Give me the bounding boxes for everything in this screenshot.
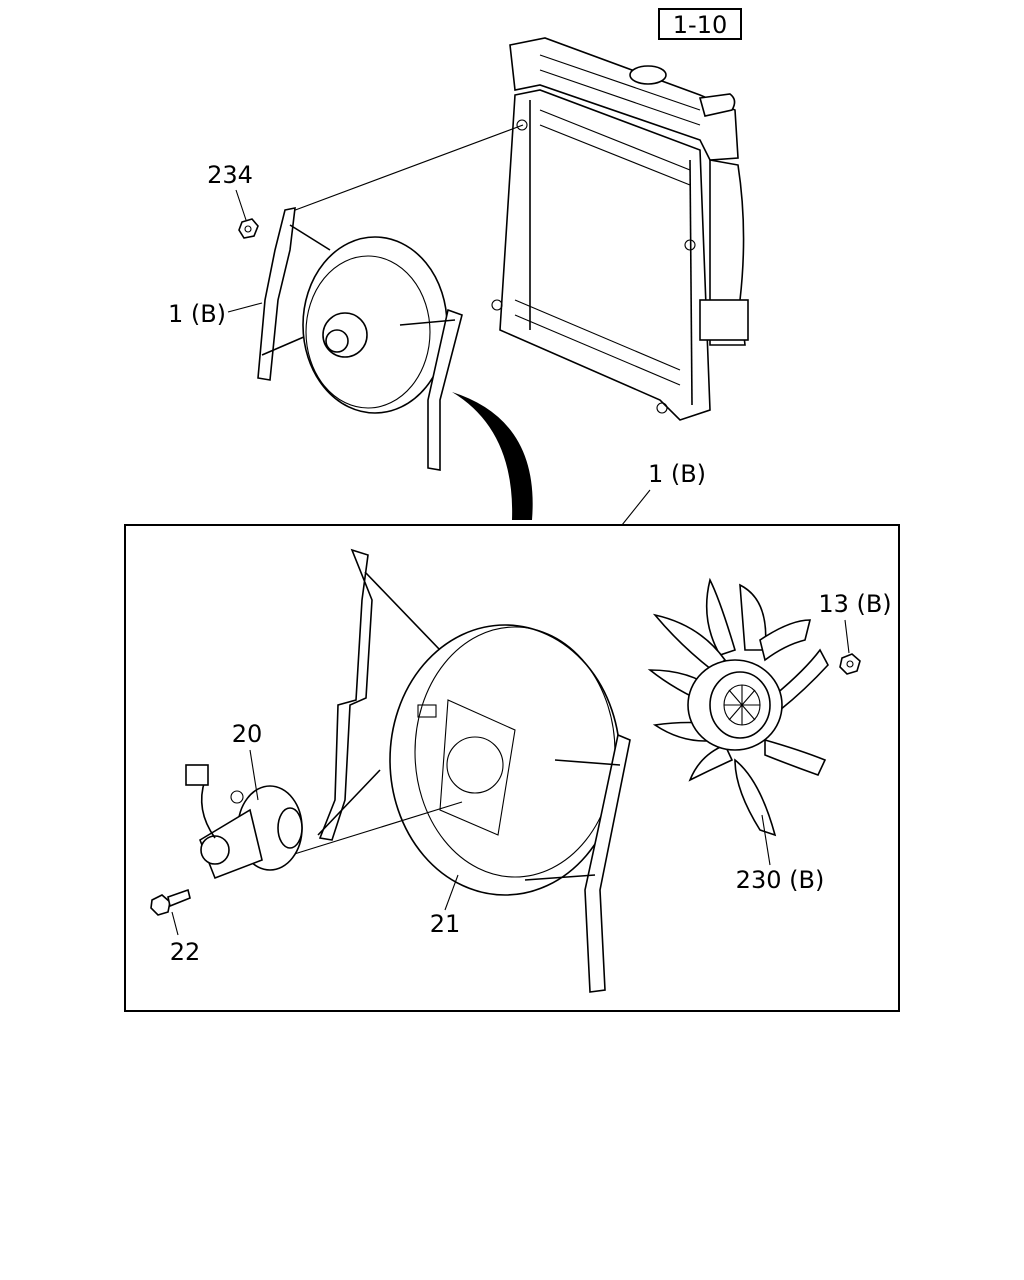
ref-box-frame [658, 8, 742, 40]
nut-234 [238, 218, 259, 239]
shroud-21-label[interactable]: 21 [430, 910, 461, 938]
motor-20 [185, 764, 303, 880]
shroud-21 [317, 548, 631, 993]
detail-frame [124, 524, 900, 1012]
bolt-22 [150, 888, 191, 916]
detail-arrow [452, 392, 533, 520]
nut-13-label[interactable]: 13 (B) [818, 590, 891, 618]
nut-234-label[interactable]: 234 [207, 161, 253, 189]
fan-assembly-detail-label[interactable]: 1 (B) [648, 460, 706, 488]
fan-blade-230 [647, 577, 829, 837]
fan-blade-230-label[interactable]: 230 (B) [736, 866, 825, 894]
nut-13 [839, 653, 861, 675]
bolt-22-label[interactable]: 22 [170, 938, 201, 966]
radiator [491, 37, 749, 421]
leader-motor-to-shroud [274, 801, 463, 861]
leader-nut-to-radiator [289, 124, 524, 213]
motor-20-label[interactable]: 20 [232, 720, 263, 748]
fan-assembly-top [257, 206, 463, 471]
ref-box-label[interactable]: 1-10 [673, 11, 727, 39]
fan-assembly-top-label[interactable]: 1 (B) [168, 300, 226, 328]
